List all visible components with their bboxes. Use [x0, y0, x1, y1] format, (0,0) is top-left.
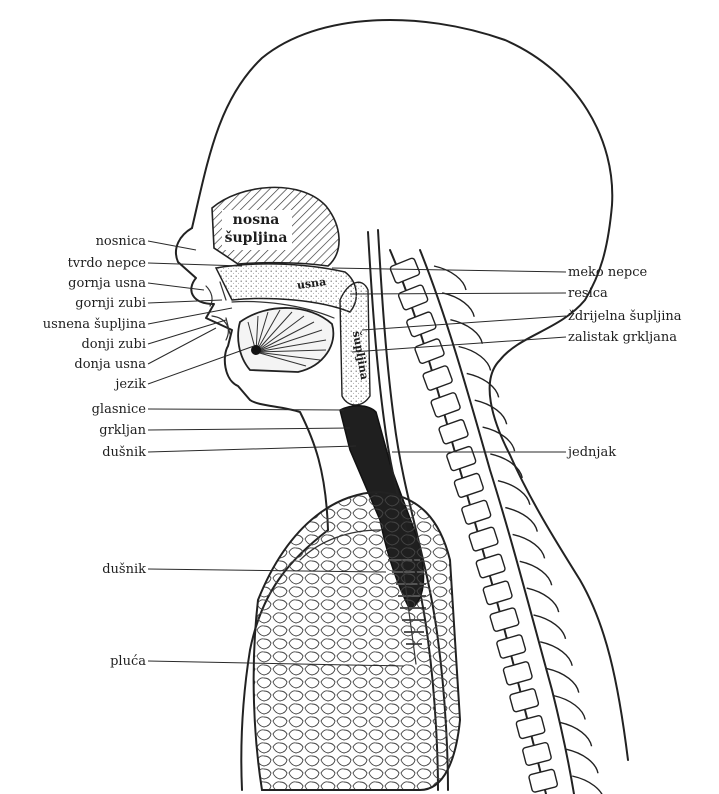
label-gornja-usna: gornja usna	[68, 276, 146, 291]
left-labels: nosnica tvrdo nepce gornja usna gornji z…	[43, 234, 147, 669]
spinous-process	[520, 561, 552, 585]
spinous-process	[534, 615, 566, 639]
leader-glasnice	[148, 409, 344, 410]
spinous-process	[527, 588, 559, 612]
leader-zalistak-grkljana	[352, 337, 566, 352]
vertebra	[522, 742, 552, 766]
vertebra	[516, 715, 546, 739]
leader-grkljan	[148, 428, 350, 430]
label-meko-nepce: meko nepce	[568, 265, 648, 280]
vertebra	[438, 419, 469, 445]
label-dusnik-upper: dušnik	[102, 445, 146, 460]
spinous-process	[572, 776, 604, 794]
vertebra	[483, 580, 513, 605]
spinous-process	[505, 508, 537, 532]
vertebra	[476, 554, 506, 579]
vertebra	[489, 607, 519, 632]
vertebra	[461, 500, 491, 525]
vertebra	[503, 661, 533, 685]
nasal-cavity-label-2: šupljina	[225, 230, 288, 246]
spinous-process	[459, 347, 491, 371]
vertebra	[406, 311, 437, 337]
label-glasnice: glasnice	[92, 402, 147, 417]
label-pluca: pluća	[110, 654, 146, 669]
label-tvrdo-nepce: tvrdo nepce	[68, 256, 147, 271]
spinous-process	[442, 293, 474, 317]
vertebra	[454, 473, 484, 498]
vertebra	[468, 527, 498, 552]
vertebra	[398, 284, 429, 310]
label-zdrijelna-supljina: ždrijelna šupljina	[568, 309, 682, 324]
label-donji-zubi: donji zubi	[81, 337, 146, 352]
label-nosnica: nosnica	[96, 234, 147, 249]
leader-donji-zubi	[148, 320, 226, 344]
label-jednjak: jednjak	[566, 445, 616, 460]
label-zalistak-grkljana: zalistak grkljana	[568, 330, 677, 345]
vertebra	[509, 688, 539, 712]
label-dusnik-lower: dušnik	[102, 562, 146, 577]
leader-gornji-zubi	[148, 300, 222, 303]
nasal-cavity-label-1: nosna	[233, 212, 280, 228]
leader-jezik	[148, 346, 254, 384]
spinous-process	[566, 749, 598, 773]
label-donja-usna: donja usna	[74, 357, 146, 372]
spinous-process	[467, 373, 499, 397]
spinous-process	[513, 534, 545, 558]
label-jezik: jezik	[113, 377, 146, 392]
leader-tvrdo-nepce	[148, 263, 242, 266]
right-labels: meko nepce resica ždrijelna šupljina zal…	[566, 265, 682, 460]
leader-gornja-usna	[148, 283, 204, 290]
vertebra	[446, 446, 476, 472]
spinous-process	[490, 454, 522, 478]
label-resica: resica	[568, 286, 608, 301]
leader-nosnica	[148, 241, 196, 250]
leader-dusnik-upper	[148, 446, 356, 452]
vertebra	[414, 338, 445, 364]
leader-zdrijelna-supljina	[362, 316, 566, 330]
vertebra	[528, 769, 558, 793]
lung	[254, 492, 460, 790]
tongue	[238, 308, 333, 372]
vertebra	[422, 365, 453, 391]
label-gornji-zubi: gornji zubi	[75, 296, 146, 311]
label-grkljan: grkljan	[99, 423, 146, 438]
label-usnena-supljina: usnena šupljina	[43, 317, 146, 332]
vertebra	[496, 634, 526, 659]
vertebra	[430, 392, 461, 418]
